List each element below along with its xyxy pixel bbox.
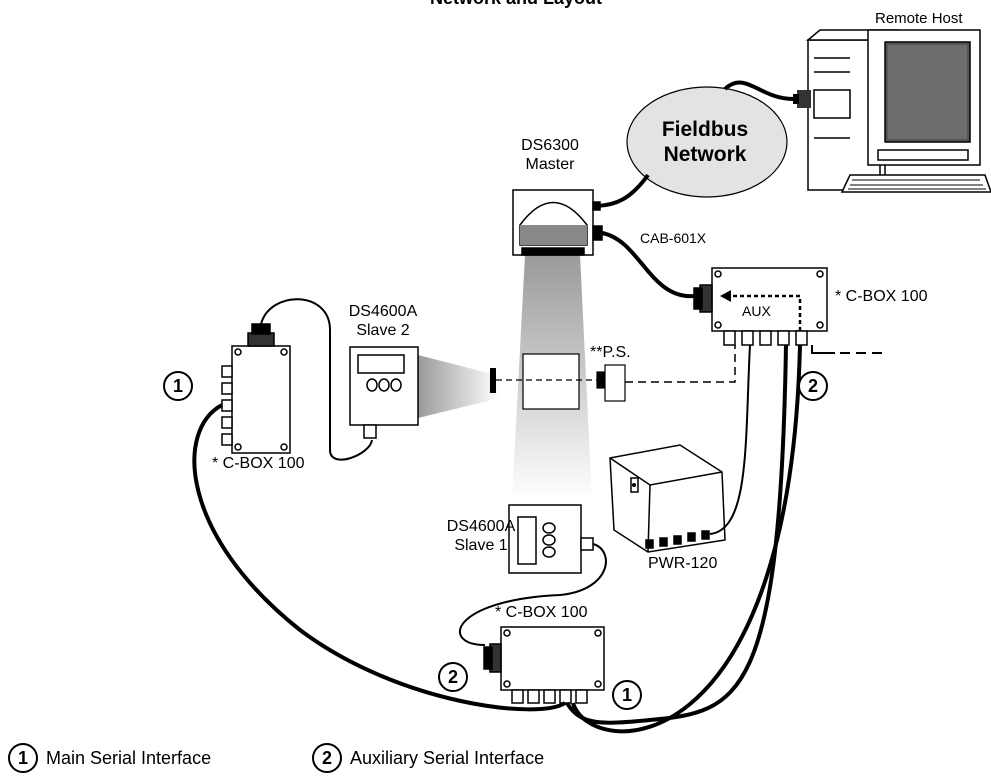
cbox-bottom — [483, 626, 605, 704]
aux-arrow — [728, 294, 802, 331]
cable-cab-601x — [601, 231, 696, 299]
slave1-label-line1: DS4600A — [446, 518, 516, 535]
ps-cable — [625, 345, 736, 383]
ps-label: **P.S. — [590, 344, 631, 361]
cable-aux-serial — [571, 344, 802, 734]
cab-label: CAB-601X — [640, 230, 707, 246]
slave1-label-line2: Slave 1 — [454, 537, 508, 554]
package-object — [522, 353, 580, 410]
ps-reflector — [490, 368, 496, 393]
cbox-right — [693, 267, 828, 346]
marker-2-right: 2 — [798, 371, 836, 401]
ds6300-master-reader — [512, 189, 603, 256]
pwr-label: PWR-120 — [648, 555, 718, 572]
ds4600a-slave1-reader — [508, 504, 594, 574]
marker-1-left: 1 — [163, 371, 201, 401]
legend-label: Main Serial Interface — [46, 747, 212, 768]
marker-1-bottom: 1 — [612, 680, 650, 710]
cable-cbox-left-slave2 — [260, 298, 373, 461]
legend-badge: 1 — [8, 743, 38, 773]
slave2-label-line1: DS4600A — [348, 303, 418, 320]
host-connector — [793, 90, 811, 108]
beam-slave2 — [418, 355, 500, 418]
cbox-left — [221, 323, 291, 454]
marker-badge: 2 — [438, 662, 468, 692]
marker-2-bottom: 2 — [438, 662, 476, 692]
ds4600a-slave2-reader — [349, 346, 419, 439]
cable-main-serial — [192, 403, 567, 712]
cbox-dash-out — [811, 345, 835, 354]
slave2-label-line2: Slave 2 — [356, 322, 410, 339]
fieldbus-label-line1: Fieldbus — [661, 118, 749, 141]
legend-badge: 2 — [312, 743, 342, 773]
cable-pwr-cbox-right — [709, 344, 751, 535]
photo-sensor — [596, 364, 626, 402]
remote-host-computer — [805, 29, 991, 193]
marker-badge: 2 — [798, 371, 828, 401]
cable-slave1-cbox — [459, 543, 607, 646]
master-label-line1: DS6300 — [521, 137, 579, 154]
fieldbus-network-cloud — [626, 86, 788, 198]
aux-arrowhead — [720, 290, 731, 302]
cable-fieldbus-master — [596, 173, 650, 208]
legend-main-serial: 1 Main Serial Interface — [8, 743, 211, 773]
master-label-line2: Master — [525, 156, 575, 173]
pwr-120-supply — [609, 444, 726, 553]
legend-label: Auxiliary Serial Interface — [350, 747, 545, 768]
cbox-left-label: * C-BOX 100 — [212, 455, 305, 472]
aux-label: AUX — [742, 303, 771, 319]
remote-host-label: Remote Host — [875, 10, 963, 27]
marker-badge: 1 — [163, 371, 193, 401]
legend-aux-serial: 2 Auxiliary Serial Interface — [312, 743, 544, 773]
cbox-right-label: * C-BOX 100 — [835, 288, 928, 305]
cable-host-fieldbus — [723, 80, 794, 101]
diagram-title-partial: Network and Layout — [430, 0, 602, 9]
cbox-bottom-label: * C-BOX 100 — [495, 604, 588, 621]
fieldbus-label-line2: Network — [663, 143, 747, 166]
marker-badge: 1 — [612, 680, 642, 710]
